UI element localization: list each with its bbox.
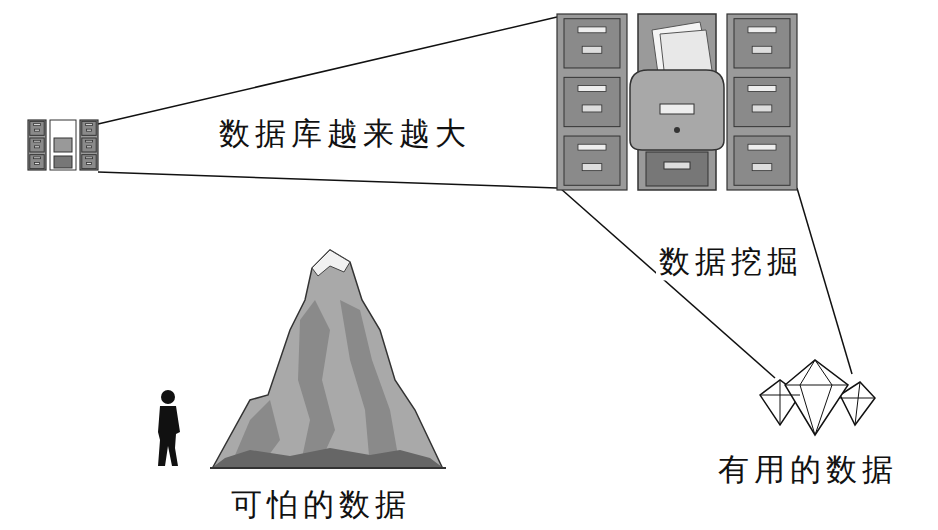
database-caption: 数据库越来越大 <box>216 115 474 152</box>
diamonds <box>760 360 875 435</box>
zoom-line <box>98 17 557 124</box>
mining-caption: 数据挖掘 <box>656 243 806 280</box>
mining-line <box>560 188 775 378</box>
data-mountain <box>210 250 446 468</box>
mountain-caption: 可怕的数据 <box>228 486 414 523</box>
person-silhouette <box>158 390 180 466</box>
mining-line <box>797 188 852 374</box>
filing-cabinets <box>28 14 797 190</box>
zoom-line <box>98 172 557 188</box>
gem-caption: 有用的数据 <box>715 451 901 488</box>
open-drawer <box>630 14 724 190</box>
